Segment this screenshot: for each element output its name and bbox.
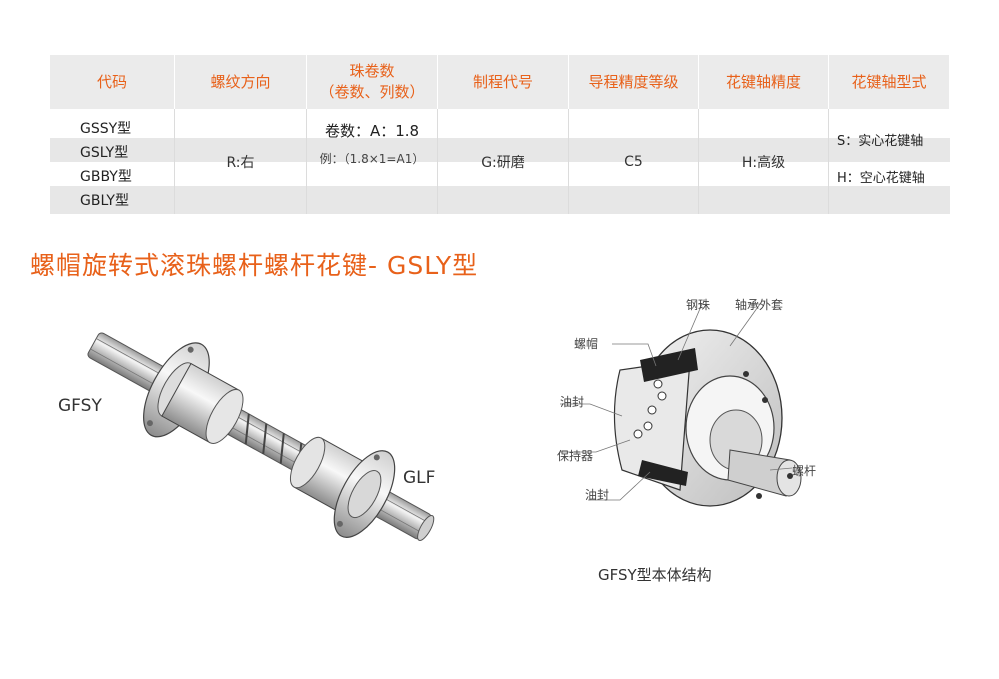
header-process-code-text: 制程代号 xyxy=(472,72,533,91)
process-code-value: G:研磨 xyxy=(481,154,525,171)
cell-process-code: G:研磨 xyxy=(438,109,569,214)
code-list: GSSY型 GSLY型 GBBY型 GBLY型 xyxy=(80,117,132,213)
header-code: 代码 xyxy=(50,55,175,109)
callout-oil-seal-top: 油封 xyxy=(560,395,585,409)
cell-thread-direction: R:右 xyxy=(175,109,307,214)
code-item: GSLY型 xyxy=(80,145,129,161)
spline-accuracy-value: H:高级 xyxy=(741,154,786,171)
header-spline-shaft-type-text: 花键轴型式 xyxy=(851,72,927,91)
spline-shaft-type-item: S：实心花键轴 xyxy=(837,134,924,149)
header-spline-shaft-type: 花键轴型式 xyxy=(829,55,950,109)
cell-ball-turns: 卷数：A：1.8 例：（1.8×1=A1） xyxy=(307,109,438,214)
figure-caption: GFSY型本体结构 xyxy=(598,566,712,584)
callout-bearing-sleeve: 轴承外套 xyxy=(735,298,784,312)
cell-spline-shaft-type: S：实心花键轴 H：空心花键轴 xyxy=(829,109,950,214)
header-thread-direction: 螺纹方向 xyxy=(175,55,307,109)
code-item: GSSY型 xyxy=(80,121,132,137)
cell-spline-accuracy: H:高级 xyxy=(699,109,829,214)
callout-retainer: 保持器 xyxy=(557,449,594,463)
stripe-row-4 xyxy=(50,186,950,214)
ball-turns-value: 卷数：A：1.8 xyxy=(324,122,420,140)
code-item: GBLY型 xyxy=(80,193,129,209)
row-stripes xyxy=(50,109,950,214)
section-title: 螺帽旋转式滚珠螺杆螺杆花键- GSLY型 xyxy=(30,251,479,280)
stripe-row-2 xyxy=(50,138,950,162)
callout-oil-seal-bottom: 油封 xyxy=(585,488,610,502)
gfsy-label: GFSY xyxy=(58,396,102,416)
callout-steel-ball: 钢珠 xyxy=(686,298,711,312)
ball-screw-spline-illustration xyxy=(87,332,435,541)
spline-shaft-type-item: H：空心花键轴 xyxy=(837,171,925,186)
header-process-code: 制程代号 xyxy=(438,55,569,109)
header-lead-accuracy-text: 导程精度等级 xyxy=(588,72,679,91)
ball-turns-example: 例：（1.8×1=A1） xyxy=(319,152,425,166)
callout-nut: 螺帽 xyxy=(574,337,599,351)
callout-screw: 螺杆 xyxy=(792,464,817,478)
cell-codes: GSSY型 GSLY型 GBBY型 GBLY型 xyxy=(50,109,175,214)
cell-lead-accuracy: C5 xyxy=(569,109,699,214)
header-spline-accuracy: 花键轴精度 xyxy=(699,55,829,109)
header-ball-turns-line2: （卷数、列数） xyxy=(319,83,425,101)
stripe-row-1 xyxy=(50,109,950,133)
header-lead-accuracy: 导程精度等级 xyxy=(569,55,699,109)
header-code-text: 代码 xyxy=(96,72,127,91)
code-item: GBBY型 xyxy=(80,169,132,185)
header-spline-accuracy-text: 花键轴精度 xyxy=(725,72,801,91)
gfsy-structure-cutaway xyxy=(560,303,802,507)
header-ball-turns-line1: 珠卷数 xyxy=(349,62,395,80)
header-ball-turns: 珠卷数 （卷数、列数） xyxy=(307,55,438,109)
spec-table: 代码 螺纹方向 珠卷数 （卷数、列数） 制程代号 导程精度等级 花键轴精度 花键… xyxy=(50,55,950,214)
glf-label: GLF xyxy=(403,468,436,488)
lead-accuracy-value: C5 xyxy=(624,153,643,170)
header-thread-direction-text: 螺纹方向 xyxy=(210,72,271,91)
stripe-row-3 xyxy=(50,162,950,186)
thread-direction-value: R:右 xyxy=(226,154,255,171)
